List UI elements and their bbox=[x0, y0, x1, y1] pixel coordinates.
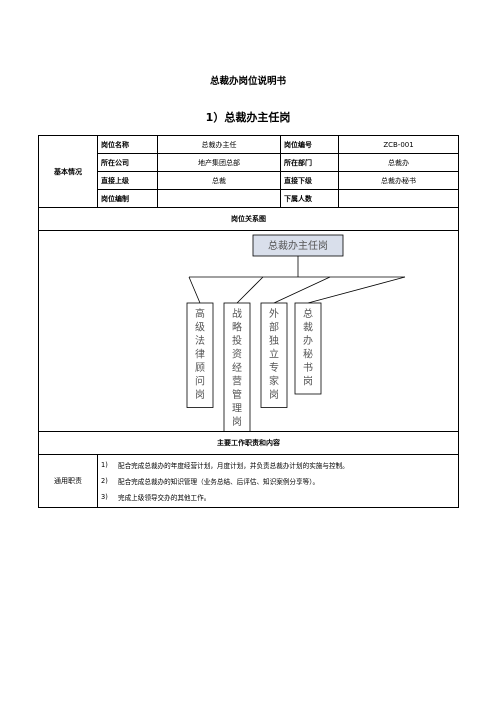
org-chart-cell: 总裁办主任岗 高级法律顾问岗战略投资经营管理岗外部独立专家岗总裁办秘书岗 bbox=[38, 230, 459, 432]
org-child-char: 岗 bbox=[269, 389, 279, 401]
org-child-char: 管 bbox=[232, 388, 242, 401]
org-child-char: 外 bbox=[269, 308, 279, 320]
field-value: 总裁办秘书 bbox=[338, 171, 459, 190]
field-label: 所在部门 bbox=[280, 153, 339, 172]
field-value: 总裁 bbox=[157, 171, 281, 190]
org-child-char: 部 bbox=[269, 321, 279, 334]
field-label: 岗位编号 bbox=[280, 135, 339, 154]
relation-section-header: 岗位关系图 bbox=[38, 207, 459, 231]
field-value bbox=[338, 189, 459, 208]
org-child-char: 总 bbox=[303, 307, 313, 320]
org-child-char: 岗 bbox=[195, 389, 205, 401]
org-child-char: 理 bbox=[232, 403, 242, 415]
field-value bbox=[157, 189, 281, 208]
org-connector bbox=[236, 276, 264, 304]
org-child-char: 书 bbox=[303, 362, 313, 374]
document-subtitle: 1）总裁办主任岗 bbox=[205, 111, 291, 124]
org-connector bbox=[273, 276, 331, 304]
org-child-char: 办 bbox=[303, 334, 313, 347]
document-title: 总裁办岗位说明书 bbox=[209, 76, 286, 87]
org-child-char: 高 bbox=[195, 307, 205, 320]
field-label: 直接上级 bbox=[97, 171, 158, 190]
duty-item: 1)配合完成总裁办的年度经营计划，月度计划，并负责总裁办计划的实施与控制。 bbox=[101, 461, 349, 470]
org-child-char: 问 bbox=[195, 375, 205, 388]
org-child-box bbox=[294, 302, 322, 395]
org-child-char: 专 bbox=[269, 361, 279, 374]
duties-section-header: 主要工作职责和内容 bbox=[38, 431, 459, 455]
org-child-char: 家 bbox=[269, 375, 279, 388]
job-description-table: 基本情况 岗位名称 总裁办主任 岗位编号 ZCB-001 所在公司 地产集团总部… bbox=[38, 135, 459, 508]
org-child-char: 经 bbox=[232, 361, 242, 374]
org-child-char: 略 bbox=[232, 321, 242, 334]
field-label: 下属人数 bbox=[280, 189, 339, 208]
field-label: 岗位名称 bbox=[97, 135, 158, 154]
org-child-char: 营 bbox=[232, 375, 242, 388]
duty-item: 2)配合完成总裁办的知识管理（业务总结、后评估、知识案例分享等）。 bbox=[101, 477, 320, 486]
org-connector bbox=[307, 276, 406, 304]
org-child-char: 立 bbox=[269, 348, 279, 361]
field-label: 岗位编制 bbox=[97, 189, 158, 208]
org-child-char: 投 bbox=[232, 334, 242, 347]
field-value: 总裁办 bbox=[338, 153, 459, 172]
duties-label: 通用职责 bbox=[38, 454, 98, 508]
org-child-box bbox=[186, 302, 214, 408]
duty-item: 3)完成上级领导交办的其他工作。 bbox=[101, 493, 211, 502]
org-child-char: 裁 bbox=[303, 321, 313, 334]
org-top-label: 总裁办主任岗 bbox=[268, 239, 328, 252]
field-label: 直接下级 bbox=[280, 171, 339, 190]
duties-list: 1)配合完成总裁办的年度经营计划，月度计划，并负责总裁办计划的实施与控制。 2)… bbox=[98, 455, 458, 507]
org-child-char: 级 bbox=[195, 322, 205, 334]
org-child-box bbox=[260, 302, 288, 408]
org-child-char: 秘 bbox=[303, 348, 313, 361]
field-value: 地产集团总部 bbox=[157, 153, 281, 172]
org-child-char: 法 bbox=[195, 334, 205, 347]
org-child-char: 战 bbox=[232, 308, 242, 320]
basic-section-label: 基本情况 bbox=[38, 135, 98, 208]
org-child-char: 岗 bbox=[232, 416, 242, 428]
field-label: 所在公司 bbox=[97, 153, 158, 172]
org-child-char: 岗 bbox=[303, 376, 313, 388]
org-child-char: 律 bbox=[195, 348, 205, 361]
org-child-char: 独 bbox=[269, 334, 279, 347]
field-value: 总裁办主任 bbox=[157, 135, 281, 154]
org-child-char: 顾 bbox=[195, 362, 205, 374]
field-value: ZCB-001 bbox=[338, 135, 459, 154]
org-child-char: 资 bbox=[232, 349, 242, 361]
org-connector bbox=[188, 276, 201, 304]
org-child-box bbox=[223, 302, 251, 431]
